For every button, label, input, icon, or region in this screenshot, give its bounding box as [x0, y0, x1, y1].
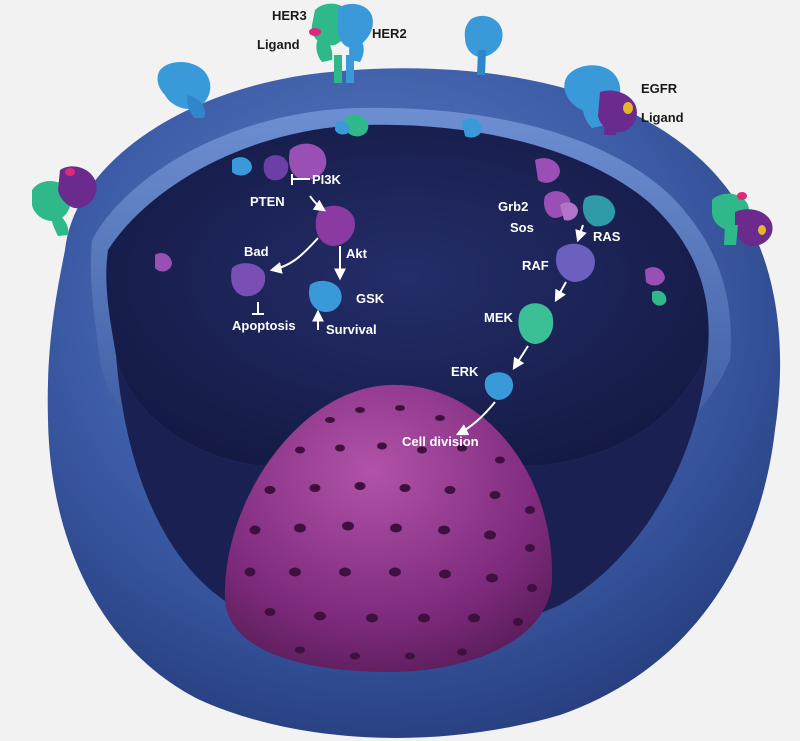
label-gsk: GSK [356, 291, 385, 306]
label-grb2: Grb2 [498, 199, 528, 214]
ligand-her3 [309, 28, 321, 36]
akt-protein [315, 205, 355, 246]
label-akt: Akt [346, 246, 368, 261]
label-apoptosis: Apoptosis [232, 318, 296, 333]
ras-protein [582, 195, 616, 227]
label-her2: HER2 [372, 26, 407, 41]
label-mek: MEK [484, 310, 514, 325]
rim-proteins [155, 114, 667, 306]
label-ras: RAS [593, 229, 621, 244]
label-egfr: EGFR [641, 81, 678, 96]
pi3k-protein [288, 143, 327, 180]
her3-her2-receptor-complex [309, 3, 373, 83]
raf-protein [555, 243, 595, 282]
receptor-top-right [464, 15, 503, 75]
mek-protein [518, 303, 554, 344]
receptor-left [32, 166, 97, 236]
label-survival: Survival [326, 322, 377, 337]
label-pten: PTEN [250, 194, 285, 209]
label-her3: HER3 [272, 8, 307, 23]
label-erk: ERK [451, 364, 479, 379]
label-cell-division: Cell division [402, 434, 479, 449]
receptor-top-left [157, 61, 211, 118]
label-ligand-left: Ligand [257, 37, 300, 52]
pten-protein [263, 155, 289, 181]
pathway-arrows [269, 195, 587, 436]
receptor-right [712, 192, 773, 246]
egfr-receptor-complex [564, 65, 637, 135]
label-sos: Sos [510, 220, 534, 235]
nucleus [224, 384, 553, 672]
bad-protein [231, 263, 266, 297]
label-bad: Bad [244, 244, 269, 259]
inhibition-bars [252, 174, 310, 315]
ligand-egfr [623, 102, 633, 114]
label-pi3k: PI3K [312, 172, 342, 187]
label-ligand-right: Ligand [641, 110, 684, 125]
erk-protein [484, 372, 514, 400]
grb2-sos-proteins [544, 191, 578, 221]
label-raf: RAF [522, 258, 549, 273]
gsk-protein [308, 280, 342, 312]
